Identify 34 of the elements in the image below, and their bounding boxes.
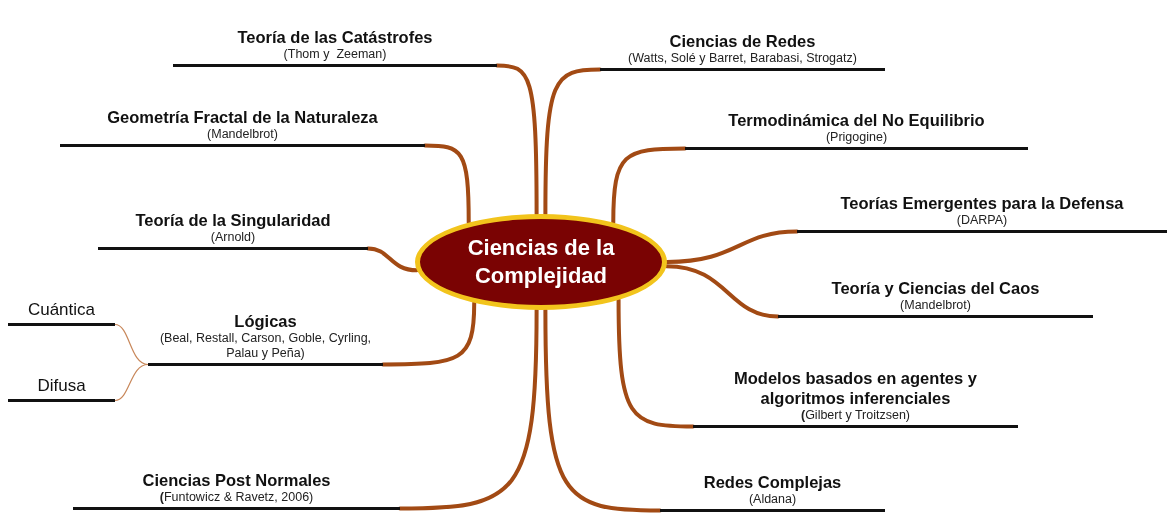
topic-title: Lógicas [233,311,298,331]
topic-authors: (Mandelbrot) [206,127,279,142]
branch-connector [381,300,477,367]
topic-authors: (Prigogine) [824,130,889,145]
topic-authors: (Funtowicz & Ravetz, 2006) [158,490,315,505]
topic-title: Termodinámica del No Equilibrio [727,110,986,130]
topic-authors: (Mandelbrot) [899,298,972,313]
topic-authors: (Thom y Zeeman) [282,47,388,62]
sub-branch-label: Difusa [36,375,87,397]
branch-connector [616,297,695,429]
topic-authors: (Arnold) [209,230,257,245]
branch-connector [366,246,419,273]
topic-title: Modelos basados en agentes y algoritmos inferenciales [733,368,978,408]
branch-connector [423,143,471,225]
topic-title: Teoría de las Catástrofes [236,27,434,47]
branch-connector [611,146,687,225]
sub-branch-label: Cuántica [26,299,97,321]
topic-title: Teoría y Ciencias del Caos [830,278,1041,298]
topic-title: Redes Complejas [702,472,843,492]
branch-connector [114,363,149,402]
topic-authors: (Gilbert y Troitzsen) [799,408,912,423]
central-topic-title: Ciencias de la Complejidad [466,234,616,290]
topic-authors: (DARPA) [955,213,1009,228]
topic-title: Teoría de la Singularidad [134,210,332,230]
topic-title: Ciencias Post Normales [141,470,332,490]
branch-connector [665,229,799,264]
branch-connector [114,323,149,366]
branch-connector [664,264,780,319]
topic-authors: (Beal, Restall, Carson, Goble, Cyrling, Palau y Peña) [158,331,373,361]
topic-authors: (Aldana) [747,492,798,507]
topic-title: Geometría Fractal de la Naturaleza [106,107,379,127]
topic-authors: (Watts, Solé y Barret, Barabasi, Strogatz) [627,51,858,66]
topic-title: Ciencias de Redes [668,31,817,51]
topic-title: Teorías Emergentes para la Defensa [839,193,1125,213]
